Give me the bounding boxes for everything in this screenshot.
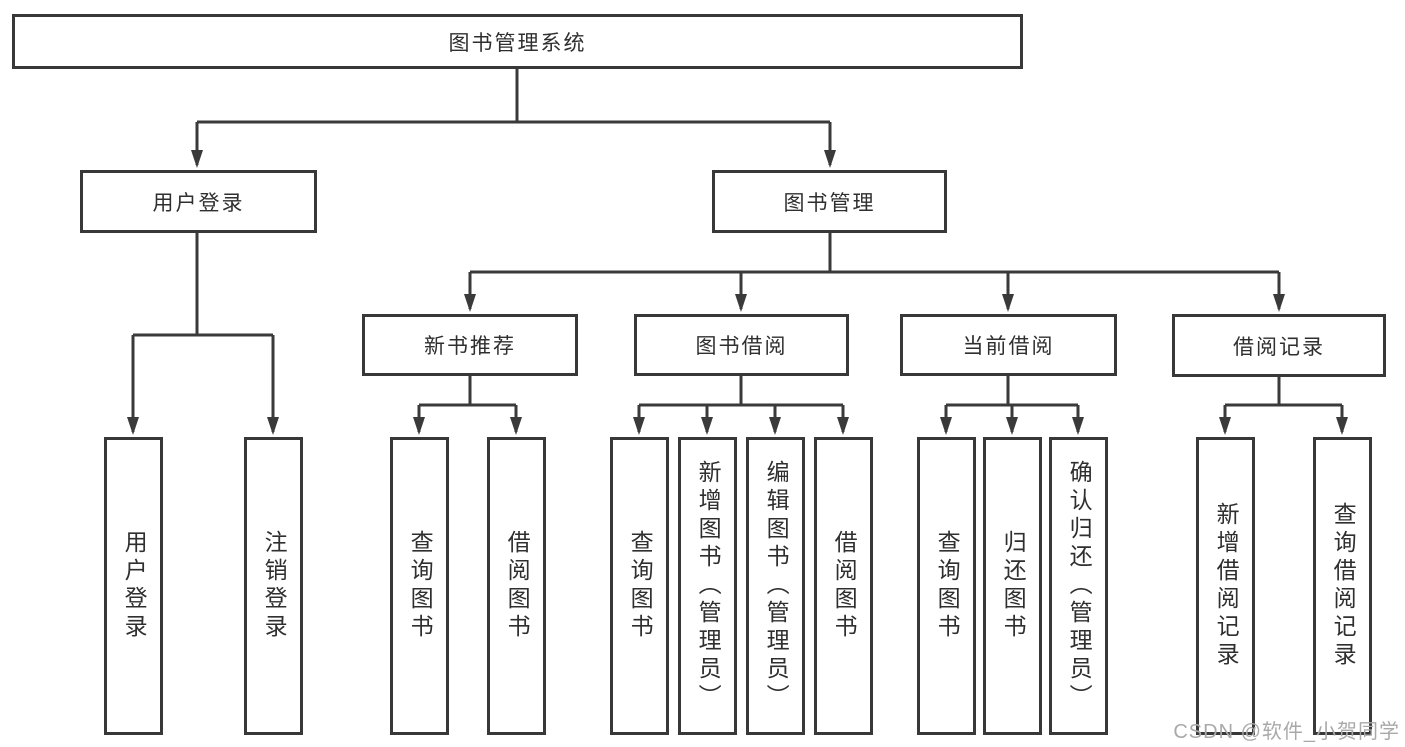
node-root-library-management-system: 图书管理系统	[12, 14, 1023, 69]
node-branch-user-login: 用户登录	[80, 170, 317, 233]
edge-borrow-records-children	[1219, 377, 1348, 435]
node-leaf-confirm-return-admin: 确认归还（管理员）	[1049, 437, 1108, 735]
csdn-watermark: CSDN @软件_小贺同学	[1173, 721, 1400, 743]
node-module-borrow-records: 借阅记录	[1172, 314, 1386, 377]
node-leaf-user-login: 用户登录	[104, 437, 163, 735]
edge-user-login-children	[127, 233, 279, 435]
node-leaf-current-query-books: 查询图书	[917, 437, 976, 735]
node-leaf-recommend-query-books: 查询图书	[390, 437, 449, 735]
node-leaf-borrow-query-books: 查询图书	[610, 437, 669, 735]
node-leaf-edit-books-admin: 编辑图书（管理员）	[746, 437, 805, 735]
node-module-current-borrow: 当前借阅	[900, 314, 1117, 376]
node-branch-book-management: 图书管理	[712, 170, 947, 233]
node-leaf-borrow-books: 借阅图书	[814, 437, 873, 735]
node-leaf-add-books-admin: 新增图书（管理员）	[678, 437, 737, 735]
node-module-new-book-recommend: 新书推荐	[362, 314, 578, 376]
edge-root-to-branches	[191, 68, 836, 168]
edge-book-management-modules	[464, 233, 1285, 312]
node-leaf-recommend-borrow-books: 借阅图书	[487, 437, 546, 735]
node-module-book-borrow: 图书借阅	[634, 314, 849, 376]
edge-new-book-recommend-children	[413, 376, 522, 435]
node-leaf-logout: 注销登录	[244, 437, 303, 735]
edge-book-borrow-children	[633, 376, 849, 435]
node-leaf-query-borrow-record: 查询借阅记录	[1313, 437, 1372, 735]
node-leaf-return-books: 归还图书	[983, 437, 1042, 735]
edge-current-borrow-children	[940, 376, 1084, 435]
node-leaf-add-borrow-record: 新增借阅记录	[1196, 437, 1255, 735]
